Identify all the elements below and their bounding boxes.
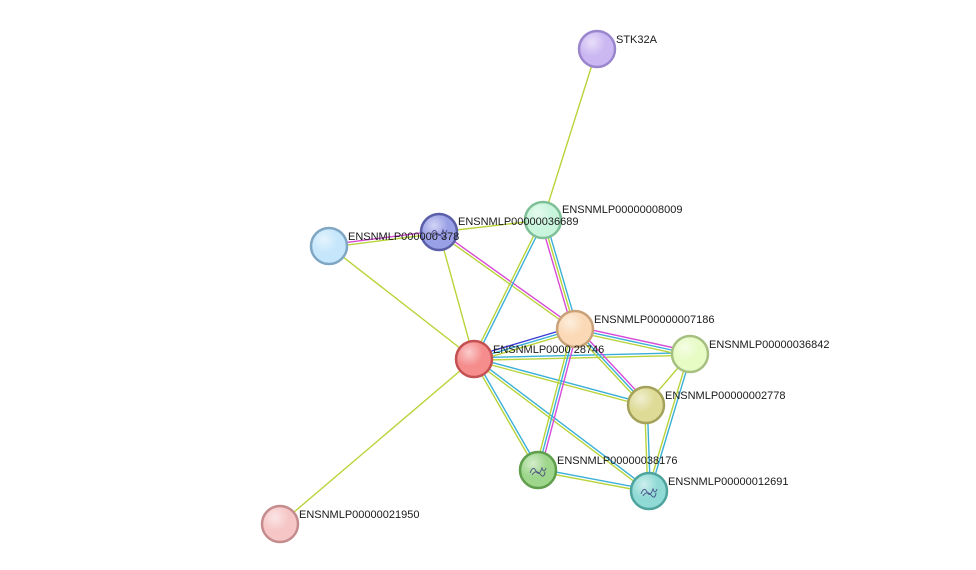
edge-n28746-n36842[interactable] <box>473 352 691 361</box>
node-label: ENSNMLP00000002778 <box>665 390 785 402</box>
node-label: ENSNMLP00000036842 <box>709 339 829 351</box>
node-n12691[interactable] <box>629 471 669 511</box>
node-highlight <box>632 474 666 508</box>
node-n7186[interactable] <box>555 309 595 349</box>
node-highlight <box>629 388 663 422</box>
node-label: ENSNMLP000000 378 <box>348 231 459 243</box>
edge-line-coexpression <box>649 354 692 492</box>
node-n378[interactable] <box>309 226 349 266</box>
node-label: ENSNMLP00000012691 <box>668 476 788 488</box>
node-highlight <box>558 312 592 346</box>
node-stk32a[interactable] <box>577 29 617 69</box>
edges-layer <box>279 48 692 525</box>
edge-line-coexpression <box>473 352 690 359</box>
edge-line-coexpression <box>474 358 540 470</box>
edge-line-textmining <box>474 354 691 361</box>
node-label: ENSNMLP00000021950 <box>299 509 419 521</box>
node-highlight <box>526 203 560 237</box>
nodes-layer <box>260 29 710 544</box>
edge-line-textmining <box>472 219 543 359</box>
edge-n28746-n2778[interactable] <box>473 357 647 407</box>
edge-n28746-n21950[interactable] <box>279 358 475 525</box>
edge-line-textmining <box>472 359 649 493</box>
node-n36689[interactable] <box>419 212 459 252</box>
node-label: ENSNMLP00000036689 <box>458 216 578 228</box>
edge-line-textmining <box>574 330 690 358</box>
edge-n36689-n28746[interactable] <box>438 231 475 360</box>
node-n38176[interactable] <box>518 450 558 490</box>
edge-line-coexpression <box>574 328 691 355</box>
node-highlight <box>521 453 555 487</box>
edge-line-textmining <box>542 48 598 221</box>
edge-line-textmining <box>472 359 538 471</box>
protein-structure-icon <box>640 487 658 498</box>
edge-n8009-n28746[interactable] <box>472 219 545 360</box>
edge-n7186-n36842[interactable] <box>574 325 691 358</box>
node-highlight <box>457 342 491 376</box>
node-label: ENSNMLP00000038176 <box>557 455 677 467</box>
edge-line-textmining <box>647 353 690 491</box>
protein-structure-icon <box>430 228 448 239</box>
node-n21950[interactable] <box>260 504 300 544</box>
node-highlight <box>580 32 614 66</box>
node-highlight <box>312 229 346 263</box>
edge-line-experiments <box>539 329 579 471</box>
edge-line-coexpression <box>474 220 545 360</box>
node-label: ENSNMLP00000008009 <box>562 204 682 216</box>
edge-n28746-n12691[interactable] <box>472 357 651 493</box>
node-highlight <box>673 337 707 371</box>
edge-stk32a-n8009[interactable] <box>542 48 598 221</box>
edge-line-textmining <box>437 232 575 331</box>
node-highlight <box>422 215 456 249</box>
node-label: ENSNMLP00000007186 <box>594 314 714 326</box>
edge-n28746-n38176[interactable] <box>472 358 540 471</box>
protein-structure-icon <box>529 466 547 477</box>
edge-n378-n28746[interactable] <box>328 245 475 360</box>
edge-line-textmining <box>534 328 574 470</box>
edge-line-coexpression <box>537 328 576 471</box>
edge-line-textmining <box>438 231 475 360</box>
node-highlight <box>263 507 297 541</box>
edge-line-textmining <box>328 245 475 360</box>
node-label: ENSNMLP0000 28746 <box>493 344 604 356</box>
edge-n36689-n7186[interactable] <box>437 230 577 331</box>
edge-line-coexpression <box>474 357 647 405</box>
edge-line-textmining <box>279 358 475 525</box>
node-n36842[interactable] <box>670 334 710 374</box>
labels-layer: STK32A ENSNMLP00000008009ENSNMLP000000366… <box>299 34 829 521</box>
node-n8009[interactable] <box>523 200 563 240</box>
edge-line-textmining <box>473 359 646 407</box>
edge-line-coexpression <box>474 357 651 491</box>
node-n2778[interactable] <box>626 385 666 425</box>
edge-n7186-n38176[interactable] <box>534 328 579 471</box>
edge-n36842-n12691[interactable] <box>647 353 692 492</box>
edge-line-experiments <box>575 325 691 353</box>
edge-line-experiments <box>439 230 577 329</box>
node-n28746[interactable] <box>454 339 494 379</box>
node-label: STK32A <box>616 34 658 46</box>
